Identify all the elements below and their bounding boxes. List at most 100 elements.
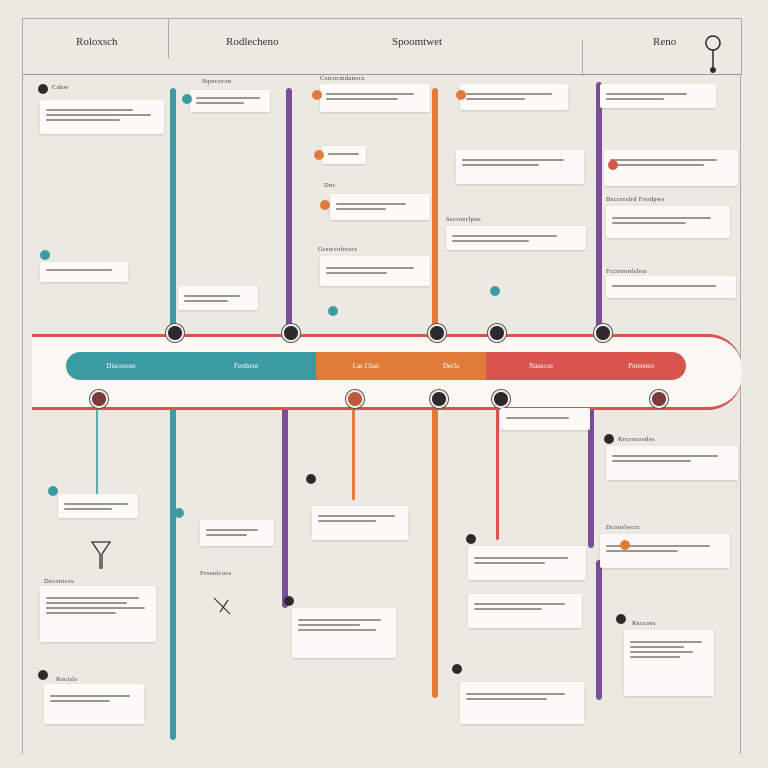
note-card[interactable] xyxy=(40,586,156,642)
note-card[interactable] xyxy=(322,146,366,164)
marker-dot xyxy=(456,90,466,100)
phase-5[interactable]: Nauscos xyxy=(486,352,596,380)
header-separator xyxy=(582,40,583,76)
timeline-node[interactable] xyxy=(650,390,668,408)
timeline-node[interactable] xyxy=(90,390,108,408)
phase-4[interactable]: Decla xyxy=(416,352,486,380)
cross-icon xyxy=(213,597,231,615)
note-card[interactable] xyxy=(460,682,584,724)
purple-track-right-end xyxy=(596,560,602,700)
note-card[interactable] xyxy=(460,84,568,110)
phase-6[interactable]: Poteeneo xyxy=(596,352,686,380)
note-title: Fcctreonfslesr xyxy=(606,268,648,275)
note-card[interactable] xyxy=(40,100,164,134)
timeline-node[interactable] xyxy=(166,324,184,342)
note-card[interactable] xyxy=(292,608,396,658)
note-card[interactable] xyxy=(320,256,430,286)
header-col-2: Rodlecheno xyxy=(226,36,279,48)
header-separator xyxy=(168,18,169,58)
note-card[interactable] xyxy=(600,84,716,108)
note-card[interactable] xyxy=(330,194,430,220)
orange-track-lower xyxy=(432,398,438,698)
purple-track-right-upper xyxy=(596,82,602,338)
frame-right xyxy=(740,74,741,754)
red-thin-track xyxy=(496,400,499,540)
teal-track xyxy=(170,88,176,740)
marker-dot xyxy=(312,90,322,100)
note-card[interactable] xyxy=(456,150,584,184)
note-card[interactable] xyxy=(604,150,738,186)
header-col-3: Spoomtwet xyxy=(392,36,443,48)
timeline-node[interactable] xyxy=(430,390,448,408)
marker-dot xyxy=(40,250,50,260)
marker-dot xyxy=(604,434,614,444)
orange-thin-track xyxy=(352,400,355,500)
note-card[interactable] xyxy=(320,84,430,112)
note-card[interactable] xyxy=(468,546,586,580)
teal-dashed-track xyxy=(96,400,98,500)
note-title: Cstcocmdanocs xyxy=(320,75,365,82)
marker-dot xyxy=(174,508,184,518)
note-card[interactable] xyxy=(58,494,138,518)
note-card[interactable] xyxy=(606,276,736,298)
phase-1[interactable]: Discooose xyxy=(66,352,176,380)
marker-dot xyxy=(466,534,476,544)
note-card[interactable] xyxy=(500,408,590,430)
header-col-1: Roloxsch xyxy=(76,36,118,48)
timeline-node[interactable] xyxy=(488,324,506,342)
note-card[interactable] xyxy=(624,630,714,696)
header-frame xyxy=(22,18,742,75)
marker-dot xyxy=(320,200,330,210)
marker-dot xyxy=(284,596,294,606)
note-card[interactable] xyxy=(178,286,258,310)
timeline-node[interactable] xyxy=(428,324,446,342)
purple-track-right-lower xyxy=(588,398,594,548)
marker-dot xyxy=(48,486,58,496)
marker-dot xyxy=(314,150,324,160)
note-title: Secroeclpoe xyxy=(446,216,482,223)
note-card[interactable] xyxy=(446,226,586,250)
note-title: Dnc xyxy=(324,182,336,189)
marker-dot xyxy=(616,614,626,624)
timeline-node[interactable] xyxy=(282,324,300,342)
note-title: Recrocoodes xyxy=(618,436,655,443)
note-card[interactable] xyxy=(40,262,128,282)
marker-dot xyxy=(490,286,500,296)
note-card[interactable] xyxy=(600,534,730,568)
header-col-4: Reno xyxy=(653,36,677,48)
note-title: Cdnw xyxy=(52,84,69,91)
orange-track-upper xyxy=(432,88,438,338)
note-card[interactable] xyxy=(312,506,408,540)
phase-2[interactable]: Ferdsent xyxy=(176,352,316,380)
phase-bar: Discooose Ferdsent Las Chao Decla Nausco… xyxy=(66,352,686,380)
header-divider xyxy=(22,74,740,75)
note-card[interactable] xyxy=(190,90,270,112)
funnel-icon xyxy=(90,541,112,569)
marker-dot xyxy=(620,540,630,550)
note-title: Stpecsvon xyxy=(202,78,232,85)
timeline-node[interactable] xyxy=(594,324,612,342)
note-card[interactable] xyxy=(606,206,730,238)
note-title: Reccoes xyxy=(632,620,656,627)
note-title: Grewcofrescs xyxy=(318,246,358,253)
note-card[interactable] xyxy=(606,446,738,480)
purple-track-lower xyxy=(282,398,288,608)
marker-dot xyxy=(38,670,48,680)
phase-3[interactable]: Las Chao xyxy=(316,352,416,380)
frame-left xyxy=(22,74,23,754)
timeline-node[interactable] xyxy=(492,390,510,408)
note-title: Bsccresfrd Foodpws xyxy=(606,196,665,203)
timeline-node[interactable] xyxy=(346,390,364,408)
note-card[interactable] xyxy=(200,520,274,546)
pin-icon xyxy=(705,35,721,73)
note-title: Frosnlcoos xyxy=(200,570,232,577)
note-card[interactable] xyxy=(44,684,144,724)
note-title: Rocisls xyxy=(56,676,78,683)
note-card[interactable] xyxy=(468,594,582,628)
purple-track-upper xyxy=(286,88,292,338)
note-title: Decontcos xyxy=(44,578,75,585)
marker-dot xyxy=(182,94,192,104)
marker-dot xyxy=(38,84,48,94)
note-title: Dconslwcrs xyxy=(606,524,640,531)
marker-dot xyxy=(328,306,338,316)
